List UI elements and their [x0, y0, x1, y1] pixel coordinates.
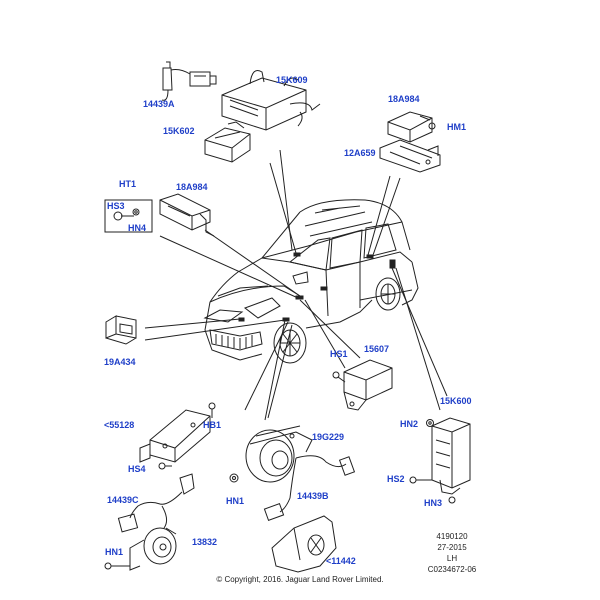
- part-18a984-left: [160, 194, 214, 236]
- part-hs1-screw: [333, 372, 345, 382]
- part-hb1-bolt: [209, 403, 215, 418]
- part-13832: [130, 528, 176, 570]
- leader-lines: [145, 150, 447, 420]
- diagram-ref: C0234672-06: [427, 565, 477, 574]
- part-15607: [344, 360, 392, 410]
- label-hb1: HB1: [203, 420, 222, 430]
- part-hs4-screw: [159, 463, 172, 469]
- part-hn1-nut-bottom: [105, 563, 130, 569]
- label-hn3: HN3: [424, 498, 443, 508]
- part-19a434: [106, 316, 136, 344]
- label-ht1: HT1: [119, 179, 137, 189]
- part-14439c: [118, 474, 194, 532]
- label-15k602: 15K602: [163, 126, 195, 136]
- label-hn2: HN2: [400, 419, 419, 429]
- label-14439b: 14439B: [297, 491, 329, 501]
- part-15k600: [432, 418, 470, 494]
- label-18a984-top: 18A984: [388, 94, 420, 104]
- label-hn1-bottom: HN1: [105, 547, 124, 557]
- part-15k602: [205, 122, 250, 162]
- label-hs2: HS2: [387, 474, 405, 484]
- label-19a434: 19A434: [104, 357, 136, 367]
- label-12a659: 12A659: [344, 148, 376, 158]
- diagram-code: 4190120: [436, 532, 468, 541]
- part-hn3-nut: [449, 497, 455, 503]
- part-hs2-screw: [410, 477, 432, 483]
- label-hs3: HS3: [107, 201, 125, 211]
- part-14439a: [162, 62, 216, 100]
- part-11442: [272, 516, 336, 572]
- part-55128: [140, 410, 210, 462]
- part-hn1-nut: [230, 474, 238, 482]
- label-14439c: 14439C: [107, 495, 139, 505]
- label-hn1-left: HN1: [226, 496, 245, 506]
- part-14439b: [264, 456, 354, 521]
- copyright-notice: © Copyright, 2016. Jaguar Land Rover Lim…: [216, 575, 384, 584]
- label-hs1: HS1: [330, 349, 348, 359]
- label-hm1: HM1: [447, 122, 467, 132]
- label-18a984-left: 18A984: [176, 182, 208, 192]
- part-12a659: [380, 140, 440, 172]
- label-55128: <55128: [104, 420, 135, 430]
- label-15k600: 15K600: [440, 396, 472, 406]
- part-19g229: [246, 426, 312, 482]
- diagram-date: 27-2015: [437, 543, 467, 552]
- part-hn2-nut: [427, 420, 434, 427]
- ht1-group-box: [105, 200, 152, 232]
- part-15k609: [222, 71, 320, 131]
- part-hs3-screw: [114, 209, 139, 220]
- diagram-side: LH: [446, 554, 458, 563]
- label-19g229: 19G229: [312, 432, 345, 442]
- part-18a984-top: [388, 112, 435, 142]
- label-hs4: HS4: [128, 464, 146, 474]
- label-11442: <11442: [326, 556, 356, 566]
- label-hn4: HN4: [128, 223, 147, 233]
- label-15k609: 15K609: [276, 75, 308, 85]
- label-14439a: 14439A: [143, 99, 175, 109]
- label-13832: 13832: [192, 537, 218, 547]
- vehicle-illustration: [205, 200, 418, 363]
- label-15607: 15607: [364, 344, 390, 354]
